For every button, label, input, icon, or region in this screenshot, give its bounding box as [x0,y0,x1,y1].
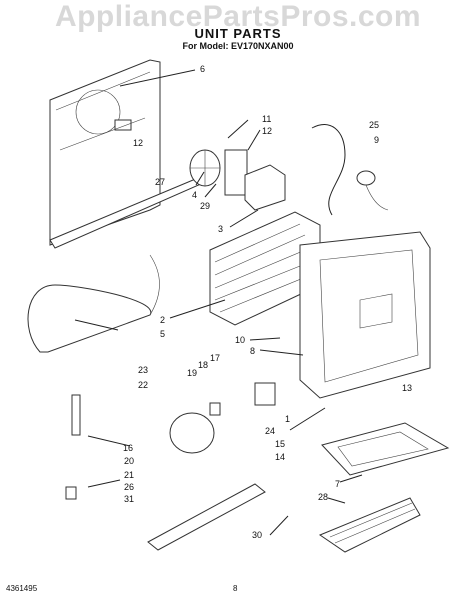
capacitor [71,394,81,436]
relay [254,382,276,406]
callout-31: 31 [124,494,134,504]
compressor [169,402,221,454]
leader-lines [74,69,363,536]
callout-6: 6 [200,64,205,74]
drain-pan [321,422,450,476]
connector [65,486,77,500]
callout-16: 16 [123,443,133,453]
callout-21: 21 [124,470,134,480]
drain-tube [311,123,346,216]
callout-10: 10 [235,335,245,345]
callout-30: 30 [252,530,262,540]
evaporator-coil [318,497,421,553]
callout-5: 5 [160,329,165,339]
callout-1: 1 [285,414,290,424]
callout-17: 17 [210,353,220,363]
thermostat [356,170,389,211]
callout-29: 29 [200,201,210,211]
callout-20: 20 [124,456,134,466]
callout-15: 15 [275,439,285,449]
callout-12: 12 [262,126,272,136]
callout-2: 2 [160,315,165,325]
callout-24: 24 [265,426,275,436]
callout-11: 11 [262,114,271,124]
callout-4: 4 [192,190,197,200]
heater-loop [27,254,160,353]
callout-9: 9 [374,135,379,145]
callout-18: 18 [198,360,208,370]
callout-19: 19 [187,368,197,378]
footer-part-number: 4361495 [6,584,38,593]
callout-27: 27 [155,177,165,187]
callout-14: 14 [275,452,285,462]
watermark: AppliancePartsPros.com [54,0,422,33]
diagram-title: UNIT PARTS [194,26,282,41]
callout-3: 3 [218,224,223,234]
callout-23: 23 [138,365,148,375]
callout-8: 8 [250,346,255,356]
callout-26: 26 [124,482,134,492]
fan-motor [189,149,248,196]
model-line: For Model: EV170NXAN00 [182,41,294,51]
callout-12: 12 [133,138,143,148]
callout-13: 13 [402,383,412,393]
back-panel [49,59,161,246]
callout-7: 7 [335,479,340,489]
callout-25: 25 [369,120,379,130]
footer-page-number: 8 [233,584,238,593]
callout-22: 22 [138,380,148,390]
base-plate [147,483,266,551]
fan-bracket [244,164,286,211]
callout-28: 28 [318,492,328,502]
front-panel [299,231,431,399]
callouts: 6 11 12 12 27 4 29 3 25 9 2 5 10 8 17 18… [123,64,412,540]
